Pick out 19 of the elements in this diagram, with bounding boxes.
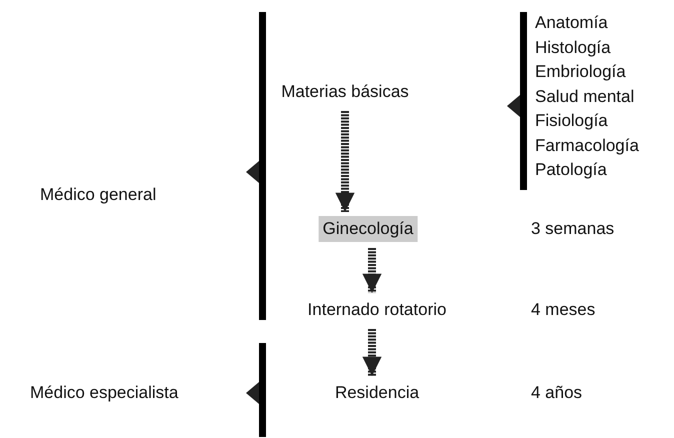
highlighted-step: Ginecología xyxy=(318,216,418,242)
category-label: Médico especialista xyxy=(30,383,178,403)
subject-label: Farmacología xyxy=(535,136,639,156)
subject-label: Salud mental xyxy=(535,86,634,106)
step-label: Internado rotatorio xyxy=(304,297,450,323)
subject-label: Fisiología xyxy=(535,111,608,131)
subject-label: Anatomía xyxy=(535,13,608,33)
arrow xyxy=(362,248,382,293)
category-label: Médico general xyxy=(40,185,156,205)
subject-label: Embriología xyxy=(535,62,626,82)
arrow xyxy=(362,329,382,376)
duration-label: 4 meses xyxy=(531,300,596,320)
duration-label: 3 semanas xyxy=(531,219,614,239)
duration-label: 4 años xyxy=(531,383,582,403)
step-label: Materias básicas xyxy=(277,79,413,105)
arrow xyxy=(335,111,355,212)
subject-label: Histología xyxy=(535,38,611,58)
subject-label: Patología xyxy=(535,160,607,180)
step-label: Residencia xyxy=(330,380,424,406)
